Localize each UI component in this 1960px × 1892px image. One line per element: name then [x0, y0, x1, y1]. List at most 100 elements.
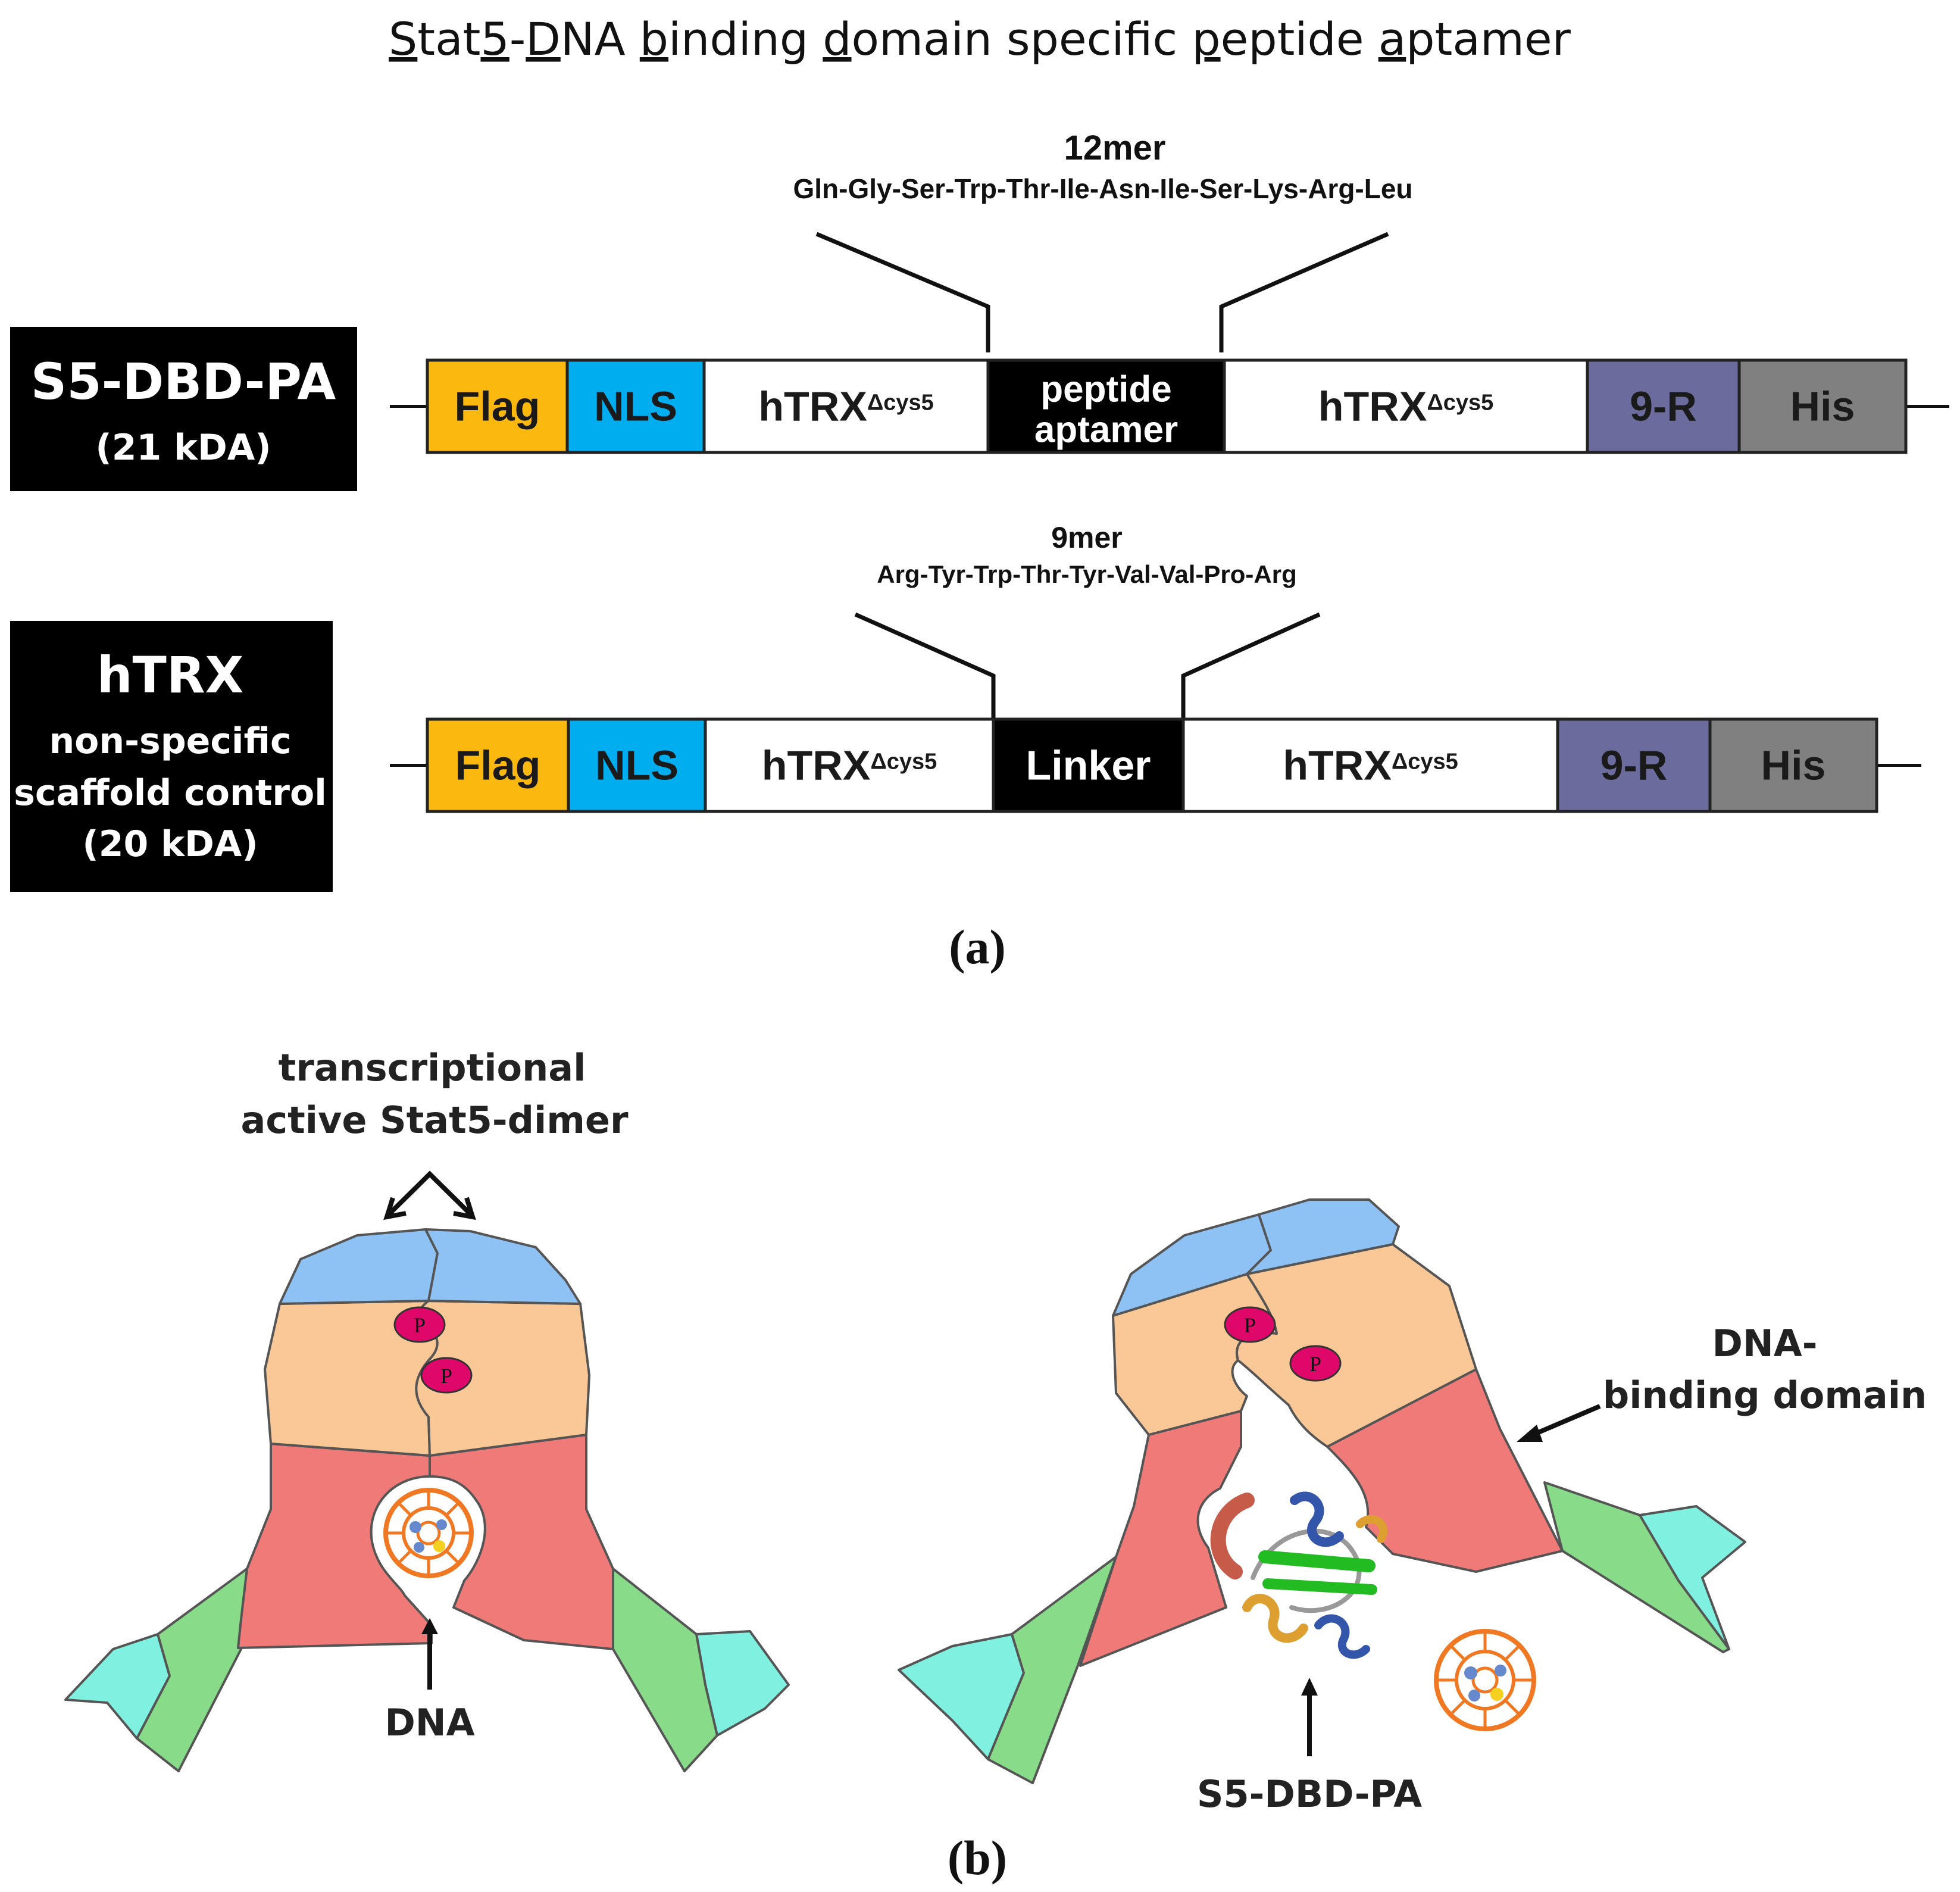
segment-box	[1223, 358, 1589, 454]
stat5-dimer-bound	[64, 1228, 790, 1772]
peptide-aptamer-structure-icon	[1210, 1491, 1387, 1659]
construct-htrx-insert-bracket-left	[854, 612, 996, 719]
segment-label-sup: Δcys5	[870, 750, 937, 775]
segment-label: His	[1790, 383, 1855, 430]
construct-s5-name: S5-DBD-PA	[31, 352, 336, 411]
title-part: inding	[668, 13, 823, 65]
construct-htrx-insert-sequence: Arg-Tyr-Trp-Thr-Tyr-Val-Val-Pro-Arg	[877, 560, 1297, 588]
phospho-label: P	[414, 1313, 426, 1337]
segment-9r: 9-R	[1556, 717, 1712, 813]
construct-s5-insert-bracket-right	[1219, 232, 1389, 352]
dna-bound-icon	[383, 1488, 474, 1578]
title-part: b	[640, 13, 668, 65]
title-part: 5	[480, 13, 509, 65]
dimer-caret-arrow	[387, 1170, 473, 1216]
title-part: S	[389, 13, 417, 65]
dna-label: DNA	[385, 1701, 474, 1744]
segment-label: peptide	[1040, 369, 1171, 410]
segment-box	[702, 358, 990, 454]
segment-label-main: Flag	[455, 383, 540, 430]
phospho-right-top: P	[1224, 1306, 1276, 1343]
phospho-label: P	[1244, 1313, 1256, 1337]
title-part: D	[526, 13, 561, 65]
segment-label: hTRXΔcys5	[762, 742, 937, 789]
cap-right	[1246, 1198, 1400, 1275]
segment-box	[426, 717, 570, 813]
figure-title: Stat5-DNA binding domain specific peptid…	[389, 13, 1571, 65]
construct-htrx-weight: (20 kDA)	[82, 823, 258, 865]
dbd-label-line-2: binding domain	[1603, 1373, 1927, 1417]
segment-label-main: His	[1790, 383, 1855, 430]
dbd-right	[429, 1434, 614, 1650]
segment-box	[704, 717, 995, 813]
segment-box	[1708, 717, 1878, 813]
dbd-arrow-shaft	[1534, 1404, 1601, 1436]
segment-label-main: hTRX	[1318, 383, 1427, 430]
segment-label-sup: Δcys5	[1392, 750, 1458, 775]
segment-9r: 9-R	[1586, 358, 1741, 454]
dbd-arrow-head	[1517, 1425, 1543, 1442]
title-part: d	[823, 13, 851, 65]
dbd-left	[237, 1443, 433, 1649]
segment-box	[1737, 358, 1908, 454]
construct-htrx-name: hTRX	[97, 646, 244, 704]
construct-s5-insert-bracket-left	[815, 232, 990, 352]
title-part: p	[1192, 13, 1220, 65]
segment-nls: NLS	[565, 358, 706, 454]
segment-label-main: hTRX	[758, 383, 867, 430]
segment-label-sup: Δcys5	[867, 391, 934, 416]
segment-label-main: hTRX	[762, 742, 871, 789]
segment-label-main: 9-R	[1600, 742, 1668, 789]
construct-htrx-insert-title: 9mer	[1051, 521, 1123, 554]
cap-right	[424, 1228, 582, 1305]
segment-htrx-left: hTRXΔcys5	[702, 358, 990, 454]
stat5-dimer-inhibited	[898, 1198, 1746, 1784]
dbd-label-line-1: DNA-	[1712, 1322, 1817, 1365]
panel-b: transcriptional active Stat5-dimer	[64, 1046, 1927, 1885]
construct-s5-insert-sequence: Gln-Gly-Ser-Trp-Thr-Ile-Asn-Ile-Ser-Lys-…	[793, 173, 1412, 204]
title-part: a	[1378, 13, 1406, 65]
segment-htrx-right: hTRXΔcys5	[1223, 358, 1589, 454]
panel-a-label: (a)	[949, 920, 1006, 974]
segment-label: hTRXΔcys5	[1283, 742, 1458, 789]
segment-label: Linker	[1026, 742, 1151, 789]
segment-box	[992, 717, 1185, 813]
phospho-left-top: P	[393, 1306, 446, 1343]
segment-his: His	[1737, 358, 1908, 454]
panel-a: S5-DBD-PA (21 kDA) 12mer Gln-Gly-Ser-Trp…	[10, 129, 1949, 974]
right-arm-right-monomer	[612, 1568, 718, 1772]
segment-label-main: 9-R	[1630, 383, 1697, 430]
segment-label-line-2: aptamer	[1034, 410, 1178, 451]
dna-free-icon	[1434, 1629, 1536, 1731]
segment-his: His	[1708, 717, 1878, 813]
aptamer-arrow-head	[1301, 1678, 1318, 1696]
segment-box	[986, 358, 1226, 454]
segment-label: hTRXΔcys5	[758, 383, 934, 430]
title-part: -	[509, 13, 526, 65]
segment-insert: Linker	[992, 717, 1185, 813]
segment-label: Flag	[455, 742, 541, 789]
segment-box	[426, 358, 569, 454]
phospho-left-bottom: P	[420, 1357, 473, 1394]
arrowhead-left	[383, 1197, 407, 1220]
segment-label: 9-R	[1600, 742, 1668, 789]
segment-box	[1586, 358, 1741, 454]
segment-label-main: His	[1761, 742, 1826, 789]
segment-label-main: NLS	[595, 742, 679, 789]
cap-left	[279, 1228, 439, 1305]
title-part: NA	[561, 13, 640, 65]
phospho-label: P	[440, 1364, 452, 1388]
phospho-label: P	[1309, 1352, 1321, 1376]
dna-arrow-head	[421, 1618, 438, 1634]
segment-label: NLS	[595, 742, 679, 789]
segment-label: hTRXΔcys5	[1318, 383, 1494, 430]
panel-b-label: (b)	[948, 1831, 1007, 1885]
segment-label: 9-R	[1630, 383, 1697, 430]
segment-flag: Flag	[426, 358, 569, 454]
segment-nls: NLS	[567, 717, 707, 813]
construct-htrx-desc-1: non-specific	[49, 720, 291, 762]
